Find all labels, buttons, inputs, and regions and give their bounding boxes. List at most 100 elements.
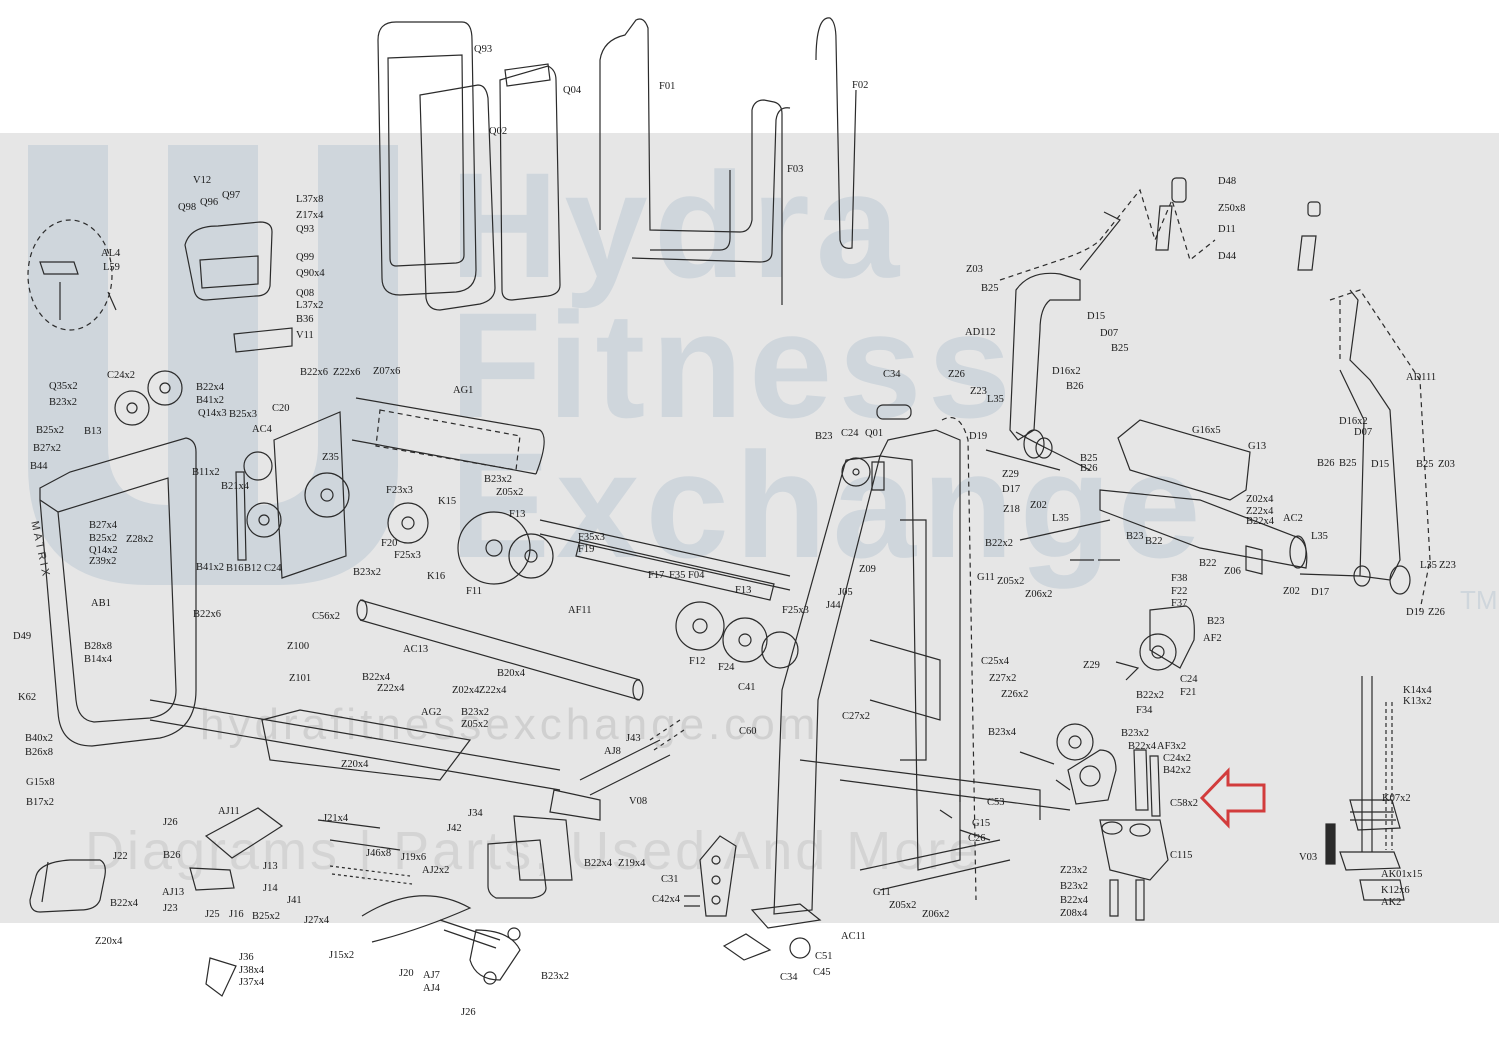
part-label: AJ4 bbox=[423, 983, 440, 994]
part-label: B26 bbox=[163, 850, 181, 861]
part-label: Z06x2 bbox=[1025, 589, 1053, 600]
part-label: D07 bbox=[1354, 427, 1373, 438]
part-label: F25x3 bbox=[782, 605, 809, 616]
part-label: C24x2 bbox=[1163, 753, 1192, 764]
part-label: Z20x4 bbox=[341, 759, 369, 770]
part-label: B25x2 bbox=[89, 533, 118, 544]
part-label: AD112 bbox=[965, 327, 996, 338]
part-label: B25 bbox=[1111, 343, 1129, 354]
part-label: C25x4 bbox=[981, 656, 1010, 667]
part-label: J20 bbox=[399, 968, 414, 979]
watermark-line-3: Exchange bbox=[450, 421, 1207, 589]
part-label: C34 bbox=[780, 972, 798, 983]
part-label: C60 bbox=[739, 726, 757, 737]
part-label: Z17x4 bbox=[296, 210, 324, 221]
part-label: C41 bbox=[738, 682, 756, 693]
part-label: B23x2 bbox=[484, 474, 513, 485]
part-label: F38 bbox=[1171, 573, 1188, 584]
part-label: B23 bbox=[815, 431, 833, 442]
part-label: J19x6 bbox=[401, 852, 427, 863]
part-label: AF2 bbox=[1203, 633, 1222, 644]
watermark-logo-icon bbox=[28, 145, 398, 585]
part-label: Z101 bbox=[289, 673, 312, 684]
part-label: B42x2 bbox=[1163, 765, 1192, 776]
part-label: B22x4 bbox=[110, 898, 139, 909]
part-label: D07 bbox=[1100, 328, 1119, 339]
part-label: J44 bbox=[826, 600, 841, 611]
part-label: Z07x6 bbox=[373, 366, 401, 377]
part-label: B25 bbox=[981, 283, 999, 294]
part-label: Z23 bbox=[970, 386, 987, 397]
part-label: D16x2 bbox=[1052, 366, 1081, 377]
watermark-tagline: Diagrams | Parts, Used And More bbox=[85, 821, 982, 881]
watermark-trademark: TM bbox=[1460, 585, 1498, 615]
part-label: D19 bbox=[1406, 607, 1425, 618]
part-label: Z22x6 bbox=[333, 367, 361, 378]
part-label: B22x4 bbox=[1128, 741, 1157, 752]
part-label: Q14x3 bbox=[198, 408, 227, 419]
part-label: C20 bbox=[272, 403, 290, 414]
part-label: K07x2 bbox=[1382, 793, 1411, 804]
part-label: J46x8 bbox=[366, 848, 392, 859]
part-label: AC11 bbox=[841, 931, 866, 942]
part-label: F12 bbox=[689, 656, 706, 667]
part-label: B27x2 bbox=[33, 443, 62, 454]
part-label: K12x6 bbox=[1381, 885, 1410, 896]
part-label: L35 bbox=[1052, 513, 1069, 524]
part-label: C24 bbox=[264, 563, 282, 574]
part-label: B28x8 bbox=[84, 641, 113, 652]
part-label: C26 bbox=[968, 833, 986, 844]
part-label: B23x4 bbox=[988, 727, 1017, 738]
part-label: C24 bbox=[1180, 674, 1198, 685]
highlight-arrow-icon bbox=[1199, 767, 1266, 829]
part-label: C58x2 bbox=[1170, 798, 1199, 809]
part-label: J22 bbox=[113, 851, 128, 862]
part-label: B41x2 bbox=[196, 562, 225, 573]
part-label: AC13 bbox=[403, 644, 429, 655]
part-label: Q99 bbox=[296, 252, 315, 263]
part-label: AF11 bbox=[568, 605, 592, 616]
part-label: Z05x2 bbox=[461, 719, 489, 730]
part-label: AJ8 bbox=[604, 746, 621, 757]
part-label: D15 bbox=[1371, 459, 1390, 470]
part-label: C51 bbox=[815, 951, 833, 962]
part-label: Z26 bbox=[948, 369, 965, 380]
part-label: L35 bbox=[1311, 531, 1328, 542]
part-label: AC4 bbox=[252, 424, 272, 435]
part-label: Q97 bbox=[222, 190, 241, 201]
part-label: Q14x2 bbox=[89, 545, 118, 556]
part-label: K16 bbox=[427, 571, 446, 582]
part-label: Z02 bbox=[1283, 586, 1300, 597]
part-label: B23x2 bbox=[461, 707, 490, 718]
part-label: G16x5 bbox=[1192, 425, 1221, 436]
part-label: B25 bbox=[1339, 458, 1357, 469]
part-label: J26 bbox=[461, 1007, 476, 1018]
part-label: Q98 bbox=[178, 202, 197, 213]
part-label: B41x2 bbox=[196, 395, 225, 406]
part-label: B22x6 bbox=[300, 367, 329, 378]
part-label: Z26x2 bbox=[1001, 689, 1029, 700]
part-label: B26 bbox=[1317, 458, 1335, 469]
part-label: F25x3 bbox=[394, 550, 421, 561]
part-label: B16 bbox=[226, 563, 244, 574]
part-label: D17 bbox=[1002, 484, 1021, 495]
part-label: F24 bbox=[718, 662, 735, 673]
part-label: C24 bbox=[841, 428, 859, 439]
part-label: Z27x2 bbox=[989, 673, 1017, 684]
part-label: J15x2 bbox=[329, 950, 355, 961]
part-label: AF3x2 bbox=[1157, 741, 1187, 752]
part-label: B23 bbox=[1126, 531, 1144, 542]
part-label: AJ13 bbox=[162, 887, 185, 898]
part-label: B23x2 bbox=[49, 397, 78, 408]
part-label: G11 bbox=[873, 887, 891, 898]
part-label: F11 bbox=[466, 586, 482, 597]
part-label: D48 bbox=[1218, 176, 1237, 187]
part-label: B44 bbox=[30, 461, 48, 472]
part-label: Z26 bbox=[1428, 607, 1445, 618]
part-label: Z02x4 bbox=[1246, 494, 1274, 505]
part-label: D49 bbox=[13, 631, 32, 642]
part-label: B25 bbox=[1080, 453, 1098, 464]
part-label: F17 bbox=[648, 570, 665, 581]
part-label: B22x4 bbox=[1060, 895, 1089, 906]
part-label: B23x2 bbox=[353, 567, 382, 578]
